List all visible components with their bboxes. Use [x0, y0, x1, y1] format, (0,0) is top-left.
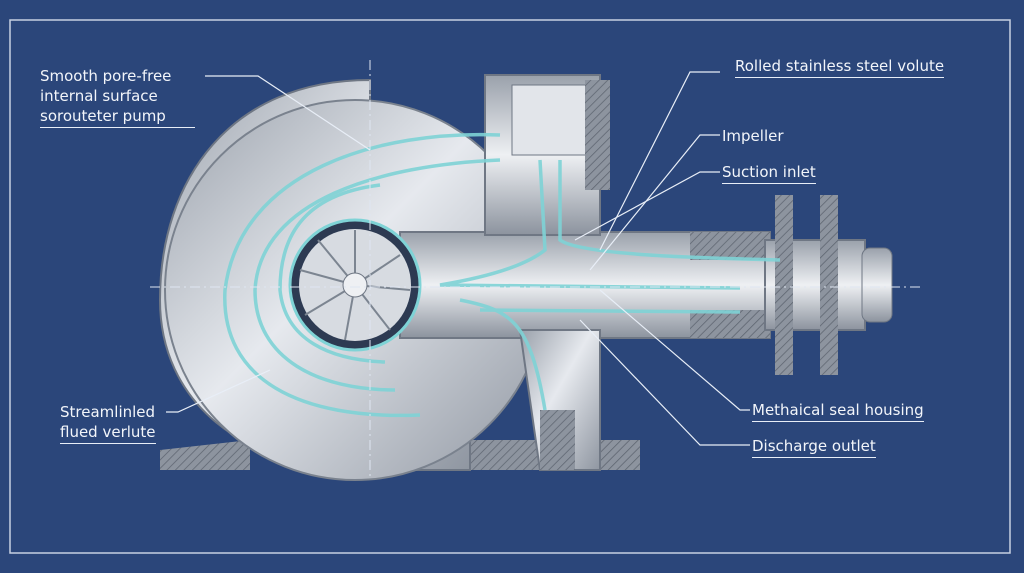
label-line: sorouteter pump: [40, 106, 195, 128]
frame-border: [9, 19, 1011, 554]
label-suction-inlet: Suction inlet: [722, 162, 816, 184]
flow-streamlines: [223, 132, 781, 418]
label-seal-housing: Methaical seal housing: [752, 400, 924, 422]
label-line: flued verlute: [60, 422, 156, 444]
pump-base: [160, 440, 640, 470]
label-rolled-volute: Rolled stainless steel volute: [735, 56, 945, 78]
label-smooth-surface: Smooth pore-free internal surface sorout…: [40, 66, 195, 128]
impeller: [288, 218, 422, 352]
label-line: internal surface: [40, 87, 158, 105]
label-line: Streamlinled: [60, 403, 156, 421]
label-discharge-outlet: Discharge outlet: [752, 436, 876, 458]
label-impeller: Impeller: [722, 127, 784, 145]
label-line: Smooth pore-free: [40, 67, 172, 85]
label-streamlined: Streamlinled flued verlute: [60, 402, 156, 444]
